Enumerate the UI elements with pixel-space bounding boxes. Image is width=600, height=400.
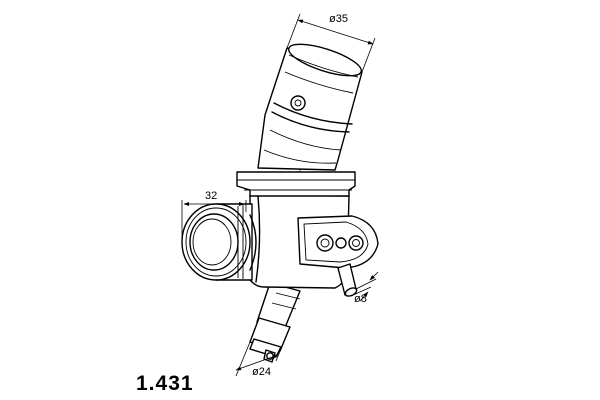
- top-outlet-pipe: [257, 43, 363, 171]
- dimension-small-nozzle: ø8: [350, 271, 379, 305]
- dimension-bottom-outlet: ø24: [235, 326, 291, 378]
- dimension-label-nozzle: ø8: [354, 293, 367, 305]
- side-outlet: [181, 203, 257, 281]
- bottom-outlet: [249, 282, 301, 363]
- dimension-label-bottom: ø24: [252, 366, 271, 378]
- dimension-side-outlet: 32: [181, 190, 247, 240]
- dimension-label-side: 32: [205, 190, 217, 202]
- dimension-top-outlet: ø35: [286, 13, 376, 73]
- part-number: 1.431: [136, 372, 194, 395]
- dimension-label-top: ø35: [329, 13, 348, 25]
- mounting-flange: [297, 215, 379, 269]
